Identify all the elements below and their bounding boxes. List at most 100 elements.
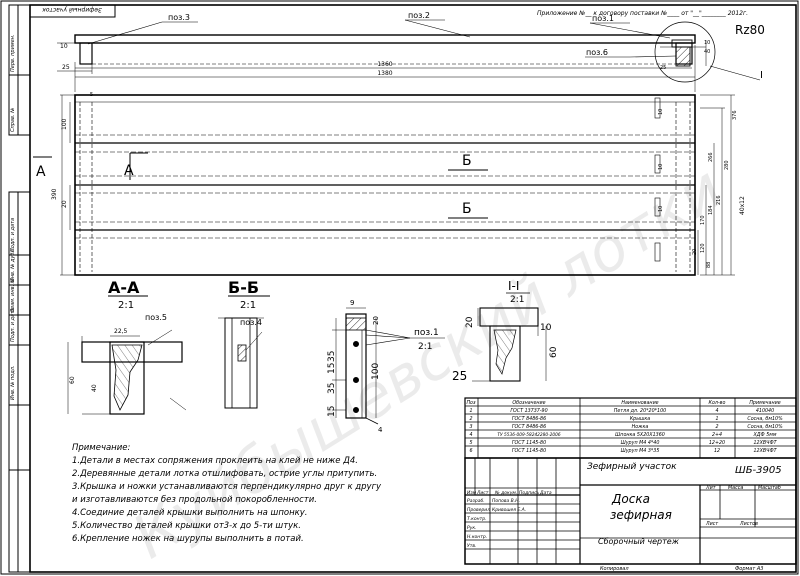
spec-h-qty: Кол-во (709, 400, 726, 406)
spec-r1-c4: 4 (715, 408, 718, 414)
i-dim-25: 25 (452, 369, 467, 383)
tb-prover-name: Кривошея Е.А. (492, 507, 526, 513)
tb-lit: Лит (705, 485, 716, 491)
i-dim-10: 10 (540, 323, 552, 333)
tb-col-list: Лист (476, 490, 489, 496)
section-B-1: Б (462, 153, 472, 169)
spec-r1-c2: ГОСТ 13737-90 (510, 408, 547, 414)
contract-line: Приложение №__ к договору поставки №____… (537, 10, 748, 17)
spec-r3-c2: ГОСТ 8486-86 (512, 424, 546, 430)
dim-280: 280 (724, 160, 730, 170)
top-leaders (87, 19, 677, 58)
note-4: 4.Соединие деталей крышки выполнить на ш… (72, 508, 308, 518)
side-perv-primen: Перв. примен. (10, 34, 16, 72)
tb-prover: Проверил (467, 507, 490, 513)
spec-r5-c3: Шуруп М4 4*40 (621, 440, 660, 446)
view-aa-scale: 2:1 (118, 300, 134, 311)
tb-dept-1: Зефирный участок (587, 462, 677, 472)
note-5: 5.Количество деталей крышки от3-х до 5-т… (72, 521, 301, 531)
pos6-label: поз.6 (586, 48, 608, 57)
tb-razrab: Разраб. (467, 498, 485, 504)
i-dim-60: 60 (549, 346, 559, 358)
dim-1380: 1380 (377, 70, 392, 77)
dim-170: 170 (700, 215, 706, 225)
spec-r4-c5: ХДФ 5мм (753, 432, 777, 438)
view-bb-scale: 2:1 (240, 300, 256, 311)
note-1: 1.Детали в местах сопряжения проклеить н… (72, 456, 358, 466)
dim-20-right: 20 (692, 249, 698, 255)
dim-184: 184 (708, 205, 714, 215)
dim-5: 5 (90, 92, 93, 98)
side-inv-podl: Инв. № подл. (10, 366, 16, 401)
spec-r1-c3: Петля дл. 20*20*100 (614, 408, 666, 414)
detail-I-top (660, 39, 761, 81)
view-aa (67, 329, 187, 415)
note-2: 2.Деревянные детали лотка отшлифовать, о… (72, 469, 377, 479)
spec-r2-c2: ГОСТ 8486-86 (512, 416, 546, 422)
tb-col-data: Дата (539, 490, 552, 496)
tb-col-ndoc: № докум. (494, 490, 517, 496)
tb-utv: Утв. (467, 543, 476, 549)
tb-doc-type: Сборочный чертеж (598, 537, 680, 546)
title-block: Зефирный участок ШБ-3905 Доска зефирная … (467, 462, 782, 572)
spec-r4-c2: ТУ 5536-009-58242280-2006 (497, 432, 560, 438)
tb-masshtab: Масштаб (758, 485, 781, 491)
det-dim-25: 25 (660, 65, 666, 71)
dim-40x12: 40x12 (739, 196, 746, 215)
view-i (472, 307, 547, 382)
top-left-stamp-box (29, 4, 116, 18)
leg-scale: 2:1 (418, 342, 432, 352)
spec-table-grid (464, 397, 797, 459)
tb-listov: Листов (739, 521, 758, 527)
spec-h-name: Наименование (621, 400, 658, 406)
top-left-stamp: Зефирный участок (42, 6, 102, 13)
dim-r-10c: 10 (658, 206, 664, 212)
roughness-mark: Rz80 (735, 23, 765, 37)
spec-r5-c5: 12ХВЧФТ (753, 440, 777, 446)
spec-r4-c4: 2+4 (712, 432, 722, 438)
pos1-label-top: поз.1 (592, 14, 614, 23)
spec-r4-c1: 4 (469, 432, 472, 438)
leg-dim-35b: 35 (327, 383, 337, 394)
spec-h-poz: Поз (466, 400, 476, 406)
tb-razrab-name: Попова В.Н. (492, 498, 520, 504)
dim-left-100: 100 (61, 118, 68, 130)
view-bb-title: Б-Б (228, 278, 259, 297)
spec-r2-c5: Сосна, бм10% (747, 416, 783, 422)
view-i-title: I-I (508, 279, 519, 293)
view-i-scale: 2:1 (510, 295, 524, 305)
leg-dim-15a: 15 (327, 363, 337, 374)
tb-list: Лист (705, 521, 718, 527)
dim-r-10a: 10 (658, 109, 664, 115)
side-vzam-inv: Взам. инв. № (10, 278, 16, 312)
tb-name-1: Доска (611, 492, 650, 506)
det-dim-10: 10 (704, 40, 710, 46)
det-dim-40: 40 (704, 49, 710, 55)
section-A-inner: А (124, 163, 134, 179)
tb-tkontr: Т.контр. (467, 516, 487, 522)
spec-r2-c4: 1 (715, 416, 718, 422)
aa-dim-60: 60 (69, 376, 76, 384)
spec-r6-c2: ГОСТ 1145-80 (512, 448, 546, 454)
aa-dim-40: 40 (91, 384, 98, 392)
pos3-label: поз.3 (168, 13, 190, 22)
leg-view (332, 307, 445, 425)
side-podp-data-2: Подп. и дата (10, 308, 16, 342)
i-dim-20: 20 (465, 316, 475, 328)
spec-table: Поз Обозначение Наименование Кол-во Прим… (466, 400, 783, 454)
detail-circle-I (654, 21, 716, 83)
section-B-2: Б (462, 201, 472, 217)
tb-rukov: Рук. (467, 525, 477, 531)
side-strip (8, 4, 31, 573)
spec-r2-c1: 2 (469, 416, 472, 422)
pos5-label: поз.5 (145, 313, 167, 322)
note-3: 3.Крышка и ножки устанавливаются перпенд… (72, 482, 382, 492)
side-sprav: Справ. № (10, 108, 16, 132)
spec-r1-c1: 1 (469, 408, 472, 414)
dim-266: 266 (708, 152, 714, 162)
section-marks (33, 152, 488, 219)
detail-I-mark: I (760, 70, 763, 81)
